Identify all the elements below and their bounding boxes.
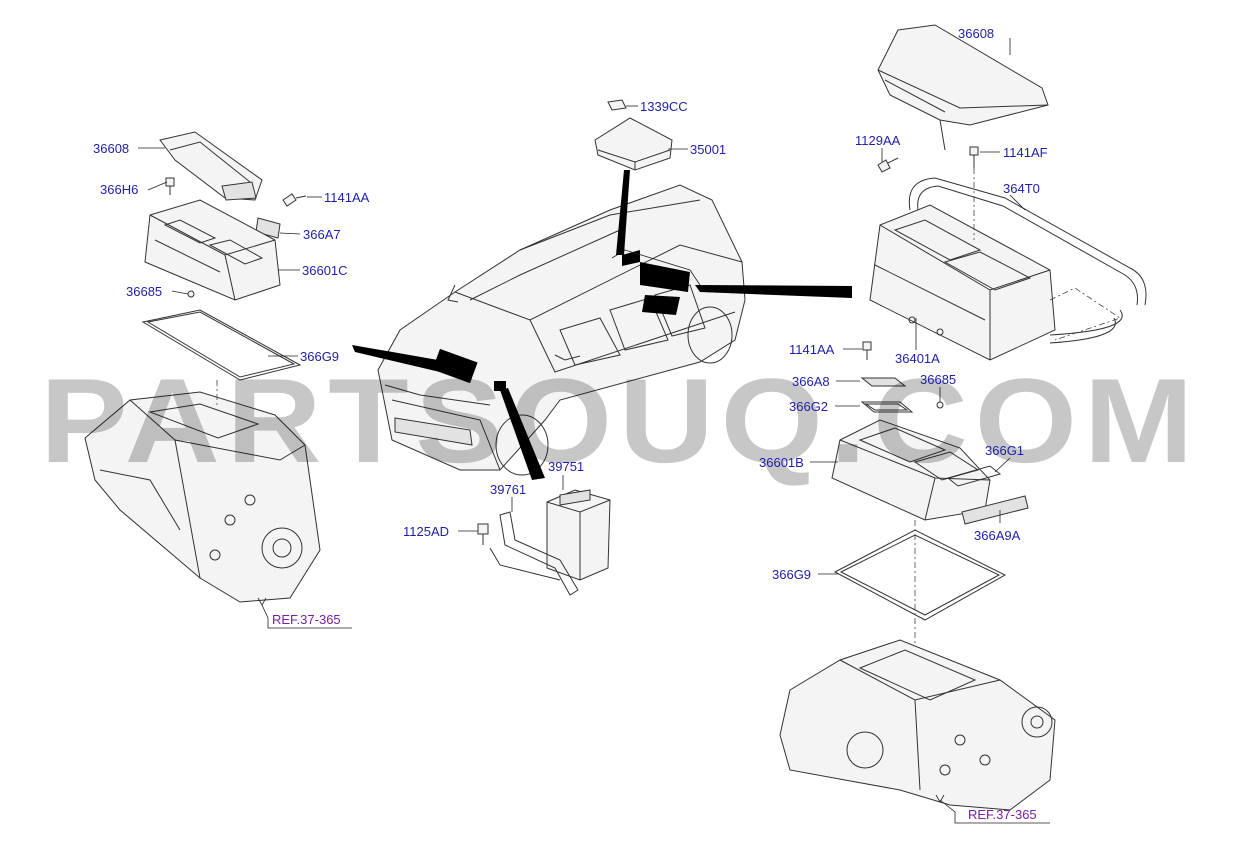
label-39751[interactable]: 39751 [548,459,584,474]
nut-1339CC[interactable] [607,99,627,111]
bolt-1141AA-top[interactable] [282,193,307,207]
module-35001[interactable] [594,117,673,171]
pointer-bottom [500,388,545,480]
inverter-36601B[interactable] [831,419,991,521]
label-364T0[interactable]: 364T0 [1003,181,1040,196]
bolt-1125AD[interactable] [477,523,489,545]
label-1339CC[interactable]: 1339CC [640,99,688,114]
label-1141AF[interactable]: 1141AF [1003,145,1048,160]
label-36601B[interactable]: 36601B [759,455,804,470]
car-module-rear [640,262,690,292]
label-366G9-right[interactable]: 366G9 [772,567,811,582]
car-module-rear-low [642,295,680,315]
bolt-1141AF[interactable] [969,146,979,168]
label-366A8[interactable]: 366A8 [792,374,830,389]
label-36685-right[interactable]: 36685 [920,372,956,387]
cover-36608-right[interactable] [877,24,1049,151]
car-module-front [432,348,478,384]
gasket-366G2[interactable] [860,401,914,413]
vehicle-outline [377,184,746,476]
leader-lines [138,38,1050,824]
ref-link-right[interactable]: REF.37-365 [968,807,1037,822]
bolt-1129AA[interactable] [877,157,899,173]
label-1129AA[interactable]: 1129AA [855,133,901,148]
plate-366A9A[interactable] [961,495,1029,525]
hose-guide-line [1049,287,1121,341]
watermark: PARTSOUQ.COM [40,354,1200,488]
charger-36401A[interactable] [869,204,1056,361]
label-366H6[interactable]: 366H6 [100,182,138,197]
plate-366A8[interactable] [860,377,907,387]
label-36601C[interactable]: 36601C [302,263,348,278]
label-36608-left[interactable]: 36608 [93,141,129,156]
pointer-right [695,285,852,298]
label-1141AA-top[interactable]: 1141AA [324,190,370,205]
gasket-366G1[interactable] [946,465,1002,487]
ecu-39751[interactable] [546,489,611,581]
cover-36608-left[interactable] [159,131,263,201]
label-35001[interactable]: 35001 [690,142,726,157]
bolt-366H6[interactable] [165,177,175,195]
label-36685-left[interactable]: 36685 [126,284,162,299]
ref-link-left[interactable]: REF.37-365 [272,612,341,627]
label-39761[interactable]: 39761 [490,482,526,497]
label-366A9A[interactable]: 366A9A [974,528,1021,543]
label-366A7[interactable]: 366A7 [303,227,341,242]
gasket-366G9-right[interactable] [833,529,1007,621]
label-36401A[interactable]: 36401A [895,351,940,366]
label-1125AD[interactable]: 1125AD [403,524,449,539]
car-module-top [622,250,640,266]
plug-36685-left[interactable] [187,290,195,298]
inverter-36601C[interactable] [144,199,281,301]
label-36608-right[interactable]: 36608 [958,26,994,41]
pointer-top [616,170,630,255]
motor-housing-right[interactable] [779,639,1056,811]
label-366G1[interactable]: 366G1 [985,443,1024,458]
label-366G2[interactable]: 366G2 [789,399,828,414]
car-module-ecu [494,381,506,391]
label-366G9-left[interactable]: 366G9 [300,349,339,364]
label-1141AA-mid[interactable]: 1141AA [789,342,835,357]
bracket-39761[interactable] [489,511,579,596]
hose-364T0[interactable] [908,177,1147,344]
bolt-1141AA-mid[interactable] [862,341,872,360]
motor-housing-left[interactable] [84,391,321,603]
gasket-366G9-left[interactable] [141,309,302,381]
pointer-left [352,345,440,372]
